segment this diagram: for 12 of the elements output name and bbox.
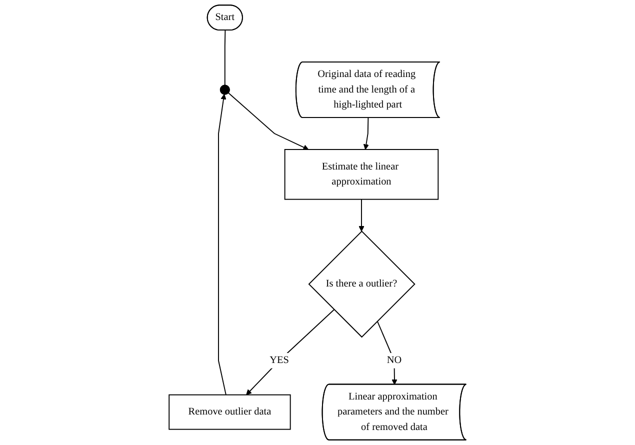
edge-label: NO: [386, 354, 402, 366]
arrow: [363, 117, 369, 150]
arrow: [228, 92, 309, 150]
edge-label: YES: [269, 354, 289, 366]
arrow: [358, 198, 364, 232]
arrow: [218, 94, 226, 396]
node-box: Remove outlier data: [168, 394, 291, 430]
node-box: Estimate the linear approximation: [284, 149, 438, 200]
connector: [224, 30, 226, 86]
node-diamond: Is there a outlier?: [308, 230, 416, 338]
arrow: [376, 320, 398, 385]
arrow: [246, 309, 334, 396]
